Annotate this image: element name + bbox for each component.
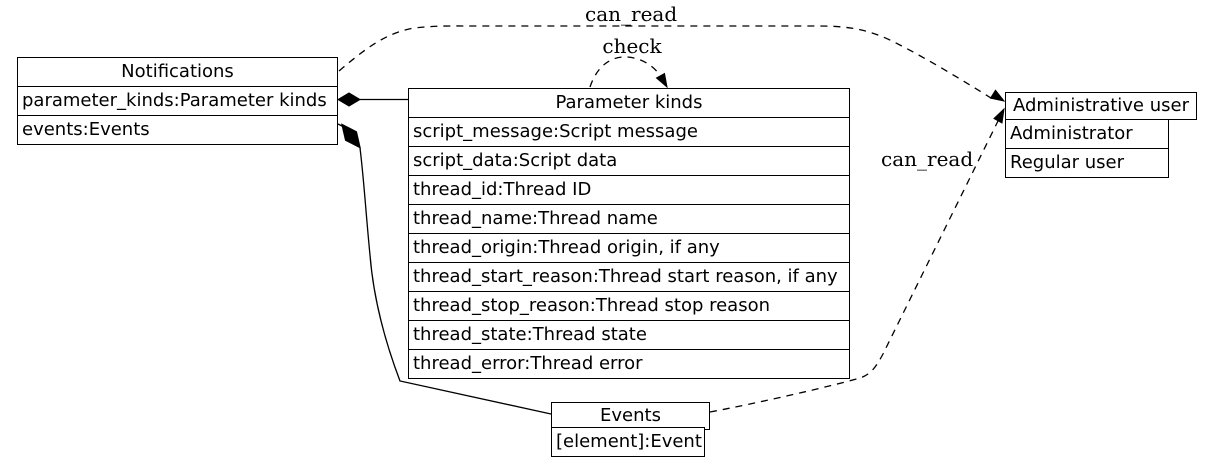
edge-label-can-read-bottom: can_read (881, 147, 974, 171)
node-row-thread-start-reason: thread_start_reason:Thread start reason,… (409, 262, 849, 291)
node-events-title: Events (600, 405, 661, 426)
arrowhead-can-read-top (989, 89, 1006, 102)
edge-events-composition (359, 147, 552, 415)
node-row-thread-id: thread_id:Thread ID (409, 175, 849, 204)
node-administrative-user-title: Administrative user (1012, 95, 1189, 116)
node-events-body: [element]:Event (551, 427, 705, 457)
node-row-script-message: script_message:Script message (409, 117, 849, 146)
node-row-thread-stop-reason: thread_stop_reason:Thread stop reason (409, 291, 849, 320)
node-row-events: events:Events (18, 115, 337, 144)
node-row-regular-user: Regular user (1006, 148, 1168, 177)
node-parameter-kinds: Parameter kinds script_message:Script me… (408, 88, 850, 379)
node-administrative-user-title-box: Administrative user (1005, 92, 1197, 120)
arrowhead-check (655, 72, 668, 89)
edge-check-self-loop (589, 56, 663, 88)
composition-diamond-events (341, 123, 361, 149)
edge-label-check: check (602, 34, 662, 58)
node-row-administrator: Administrator (1010, 123, 1133, 144)
edge-can-read-bottom (709, 120, 999, 413)
node-row-script-data: script_data:Script data (409, 146, 849, 175)
node-parameter-kinds-title: Parameter kinds (555, 92, 703, 113)
edge-can-read-top (338, 25, 992, 99)
node-notifications-title: Notifications (121, 61, 234, 82)
node-row-parameter-kinds: parameter_kinds:Parameter kinds (18, 86, 337, 115)
node-row-element-event: [element]:Event (556, 431, 702, 452)
node-row-thread-error: thread_error:Thread error (409, 349, 849, 378)
node-events-title-box: Events (551, 402, 710, 430)
node-row-thread-name: thread_name:Thread name (409, 204, 849, 233)
node-row-thread-state: thread_state:Thread state (409, 320, 849, 349)
arrowhead-can-read-bottom (993, 107, 1005, 124)
composition-diamond-parameter-kinds (337, 92, 361, 107)
node-notifications: Notifications parameter_kinds:Parameter … (17, 57, 338, 145)
node-row-thread-origin: thread_origin:Thread origin, if any (409, 233, 849, 262)
edge-label-can-read-top: can_read (585, 2, 678, 26)
node-administrative-user-body: Administrator Regular user (1005, 119, 1169, 178)
